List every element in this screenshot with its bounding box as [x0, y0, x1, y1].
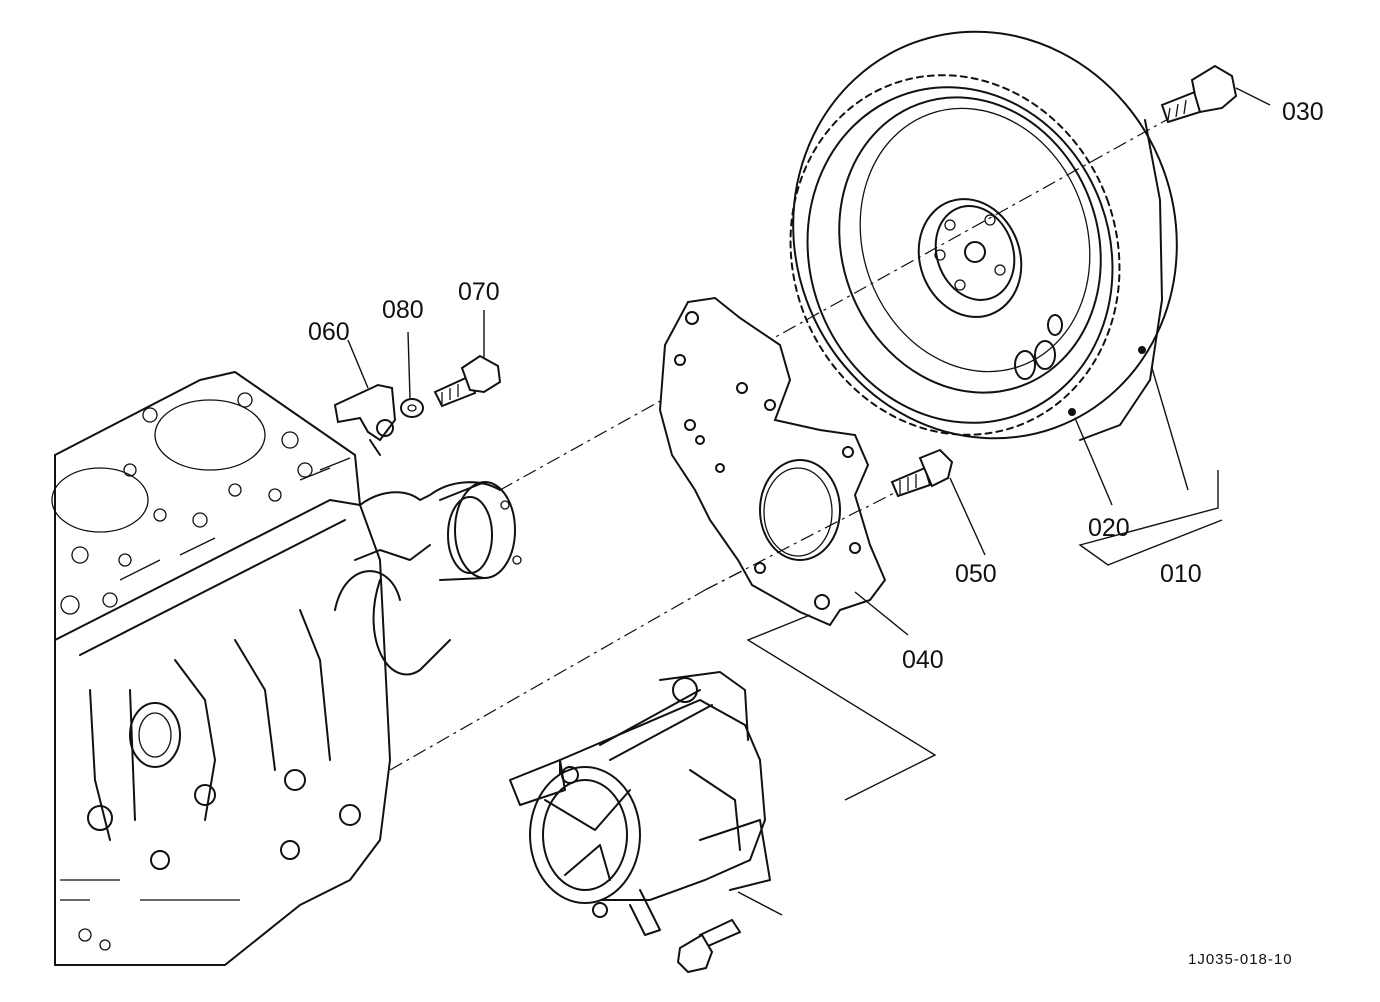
rear-end-plate-040 [658, 296, 887, 627]
engine-block [51, 371, 522, 966]
flywheel-ring-gear-010 [789, 30, 1178, 441]
reference-code: 1J035-018-10 [1188, 951, 1293, 968]
leader-lines [347, 87, 1271, 916]
plate-bolt-050 [890, 448, 954, 498]
bracket-060 [333, 383, 397, 456]
callout-050: 050 [955, 560, 997, 588]
callout-030: 030 [1282, 98, 1324, 126]
callout-070: 070 [458, 278, 500, 306]
callout-040: 040 [902, 646, 944, 674]
callout-060: 060 [308, 318, 350, 346]
flywheel-bolt-030 [1160, 64, 1238, 124]
bolt-070 [433, 354, 502, 408]
callout-020: 020 [1088, 514, 1130, 542]
callout-010: 010 [1160, 560, 1202, 588]
washer-080 [400, 398, 424, 418]
starter-motor [509, 671, 771, 974]
callout-080: 080 [382, 296, 424, 324]
